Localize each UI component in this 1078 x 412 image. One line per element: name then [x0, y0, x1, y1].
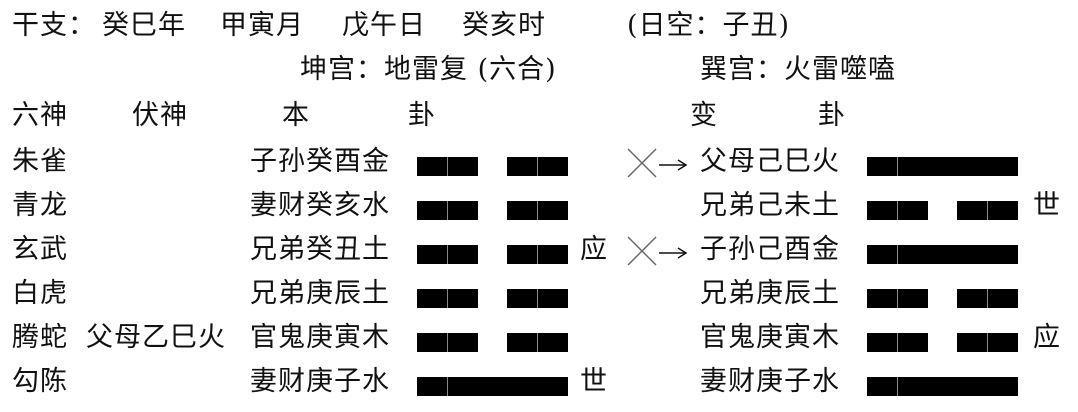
changed-line-label: 官鬼庚寅木: [700, 322, 840, 353]
changed-line-label: 妻财庚子水: [700, 366, 840, 397]
yin-segment-right: [957, 333, 1018, 352]
hour-ganzhi: 癸亥时: [462, 10, 546, 41]
original-line-label: 兄弟庚辰土: [250, 278, 390, 309]
yin-segment-left: [867, 201, 928, 220]
x-cross-icon: [627, 236, 657, 266]
changed-shi-ying-mark: 应: [1033, 322, 1061, 353]
original-line-label: 官鬼庚寅木: [250, 322, 390, 353]
col-header-changed-1: 变: [690, 100, 718, 131]
changed-palace: 巽宫：火雷噬嗑: [700, 54, 896, 85]
original-line-bar-yin: [417, 157, 568, 176]
hidden-spirit-label: 父母乙巳火: [86, 322, 226, 353]
original-palace: 坤宫：地雷复 (六合): [300, 54, 557, 85]
month-ganzhi: 甲寅月: [220, 10, 304, 41]
original-line-label: 兄弟癸丑土: [250, 234, 390, 265]
original-line-bar-yin: [417, 201, 568, 220]
col-header-original-2: 卦: [408, 100, 436, 131]
yin-segment-left: [417, 333, 478, 352]
changed-line-label: 父母己巳火: [700, 146, 840, 177]
six-spirit-label: 勾陈: [12, 366, 68, 397]
changed-line-bar-yang: [867, 245, 1018, 264]
yin-segment-left: [417, 157, 478, 176]
original-line-label: 子孙癸酉金: [250, 146, 390, 177]
six-spirit-label: 白虎: [12, 278, 68, 309]
yin-segment-right: [507, 245, 568, 264]
yin-segment-right: [507, 157, 568, 176]
changed-line-label: 兄弟己未土: [700, 190, 840, 221]
yin-segment-right: [957, 201, 1018, 220]
yin-segment-left: [417, 245, 478, 264]
yin-segment-right: [507, 333, 568, 352]
yin-segment-left: [867, 333, 928, 352]
col-header-hidden-spirit: 伏神: [132, 100, 188, 131]
six-spirit-label: 青龙: [12, 190, 68, 221]
right-arrow-icon: [659, 244, 688, 259]
original-line-label: 妻财庚子水: [250, 366, 390, 397]
six-spirit-label: 玄武: [12, 234, 68, 265]
day-void: (日空：子丑): [627, 10, 791, 41]
six-spirit-label: 腾蛇: [12, 322, 68, 353]
yang-segment: [417, 377, 568, 396]
changed-shi-ying-mark: 世: [1033, 190, 1061, 221]
six-spirit-label: 朱雀: [12, 146, 68, 177]
day-ganzhi: 戊午日: [342, 10, 426, 41]
changed-line-bar-yang: [867, 377, 1018, 396]
original-line-bar-yin: [417, 333, 568, 352]
year-ganzhi: 癸巳年: [102, 10, 186, 41]
x-cross-icon: [627, 148, 657, 178]
original-line-label: 妻财癸亥水: [250, 190, 390, 221]
right-arrow-icon: [659, 156, 688, 171]
changed-line-bar-yin: [867, 289, 1018, 308]
changed-line-label: 子孙己酉金: [700, 234, 840, 265]
yang-segment: [867, 377, 1018, 396]
yin-segment-left: [417, 201, 478, 220]
yin-segment-left: [867, 289, 928, 308]
col-header-six-spirits: 六神: [12, 100, 68, 131]
yin-segment-left: [417, 289, 478, 308]
ganzhi-label: 干支：: [12, 10, 96, 41]
changed-line-bar-yin: [867, 201, 1018, 220]
original-line-bar-yin: [417, 245, 568, 264]
original-line-bar-yin: [417, 289, 568, 308]
yin-segment-right: [507, 201, 568, 220]
yang-segment: [867, 245, 1018, 264]
original-line-bar-yang: [417, 377, 568, 396]
yin-segment-right: [507, 289, 568, 308]
original-shi-ying-mark: 世: [580, 366, 608, 397]
changed-line-bar-yin: [867, 333, 1018, 352]
col-header-changed-2: 卦: [818, 100, 846, 131]
original-shi-ying-mark: 应: [580, 234, 608, 265]
yin-segment-right: [957, 289, 1018, 308]
changed-line-label: 兄弟庚辰土: [700, 278, 840, 309]
col-header-original-1: 本: [282, 100, 310, 131]
changed-line-bar-yang: [867, 157, 1018, 176]
yang-segment: [867, 157, 1018, 176]
